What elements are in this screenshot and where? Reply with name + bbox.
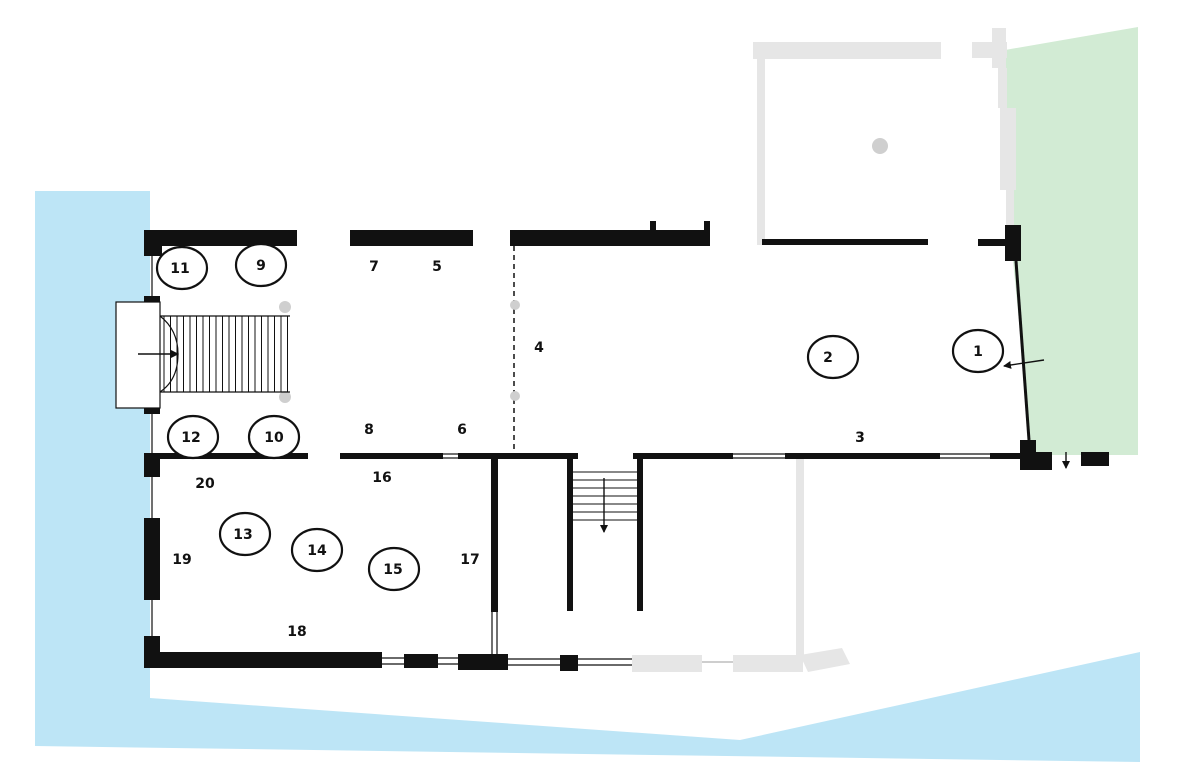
- marker-label: 13: [233, 527, 252, 543]
- room-label-5: 5: [432, 259, 442, 275]
- column-dot: [279, 391, 291, 403]
- marker-11: 11: [155, 245, 209, 291]
- lower-ghost-walls: [632, 458, 850, 672]
- marker-13: 13: [218, 511, 272, 557]
- marker-9: 9: [234, 242, 288, 288]
- marker-2: 2: [806, 334, 860, 380]
- room-label-18: 18: [287, 624, 306, 640]
- marker-label: 14: [307, 543, 327, 559]
- marker-label: 10: [264, 430, 284, 446]
- marker-12: 12: [166, 414, 220, 460]
- marker-label: 2: [823, 350, 833, 366]
- marker-15: 15: [367, 546, 421, 592]
- marker-label: 15: [383, 562, 402, 578]
- water-area: [35, 191, 1140, 762]
- marker-10: 10: [247, 414, 301, 460]
- room-label-17: 17: [460, 552, 479, 568]
- room-label-4: 4: [534, 340, 544, 356]
- main-staircase: [115, 301, 290, 409]
- garden-area: [1005, 27, 1138, 455]
- entrance-arrow: [1003, 359, 1045, 369]
- room-label-16: 16: [372, 470, 391, 486]
- marker-label: 1: [973, 344, 983, 360]
- marker-label: 12: [181, 430, 200, 446]
- marker-1: 1: [951, 328, 1005, 374]
- secondary-staircase: [573, 471, 637, 533]
- column-dot: [872, 138, 888, 154]
- room-label-3: 3: [855, 430, 865, 446]
- room-label-7: 7: [369, 259, 379, 275]
- room-label-6: 6: [457, 422, 467, 438]
- room-label-20: 20: [195, 476, 215, 492]
- window-lines: [382, 453, 990, 666]
- column-dot: [510, 391, 520, 401]
- courtyard-walls: [753, 28, 1016, 245]
- room-label-19: 19: [172, 552, 191, 568]
- room-label-8: 8: [364, 422, 374, 438]
- column-dot: [510, 300, 520, 310]
- marker-label: 9: [256, 258, 266, 274]
- marker-14: 14: [290, 527, 344, 573]
- marker-label: 11: [170, 261, 189, 277]
- column-dot: [279, 301, 291, 313]
- walls: [144, 221, 1109, 671]
